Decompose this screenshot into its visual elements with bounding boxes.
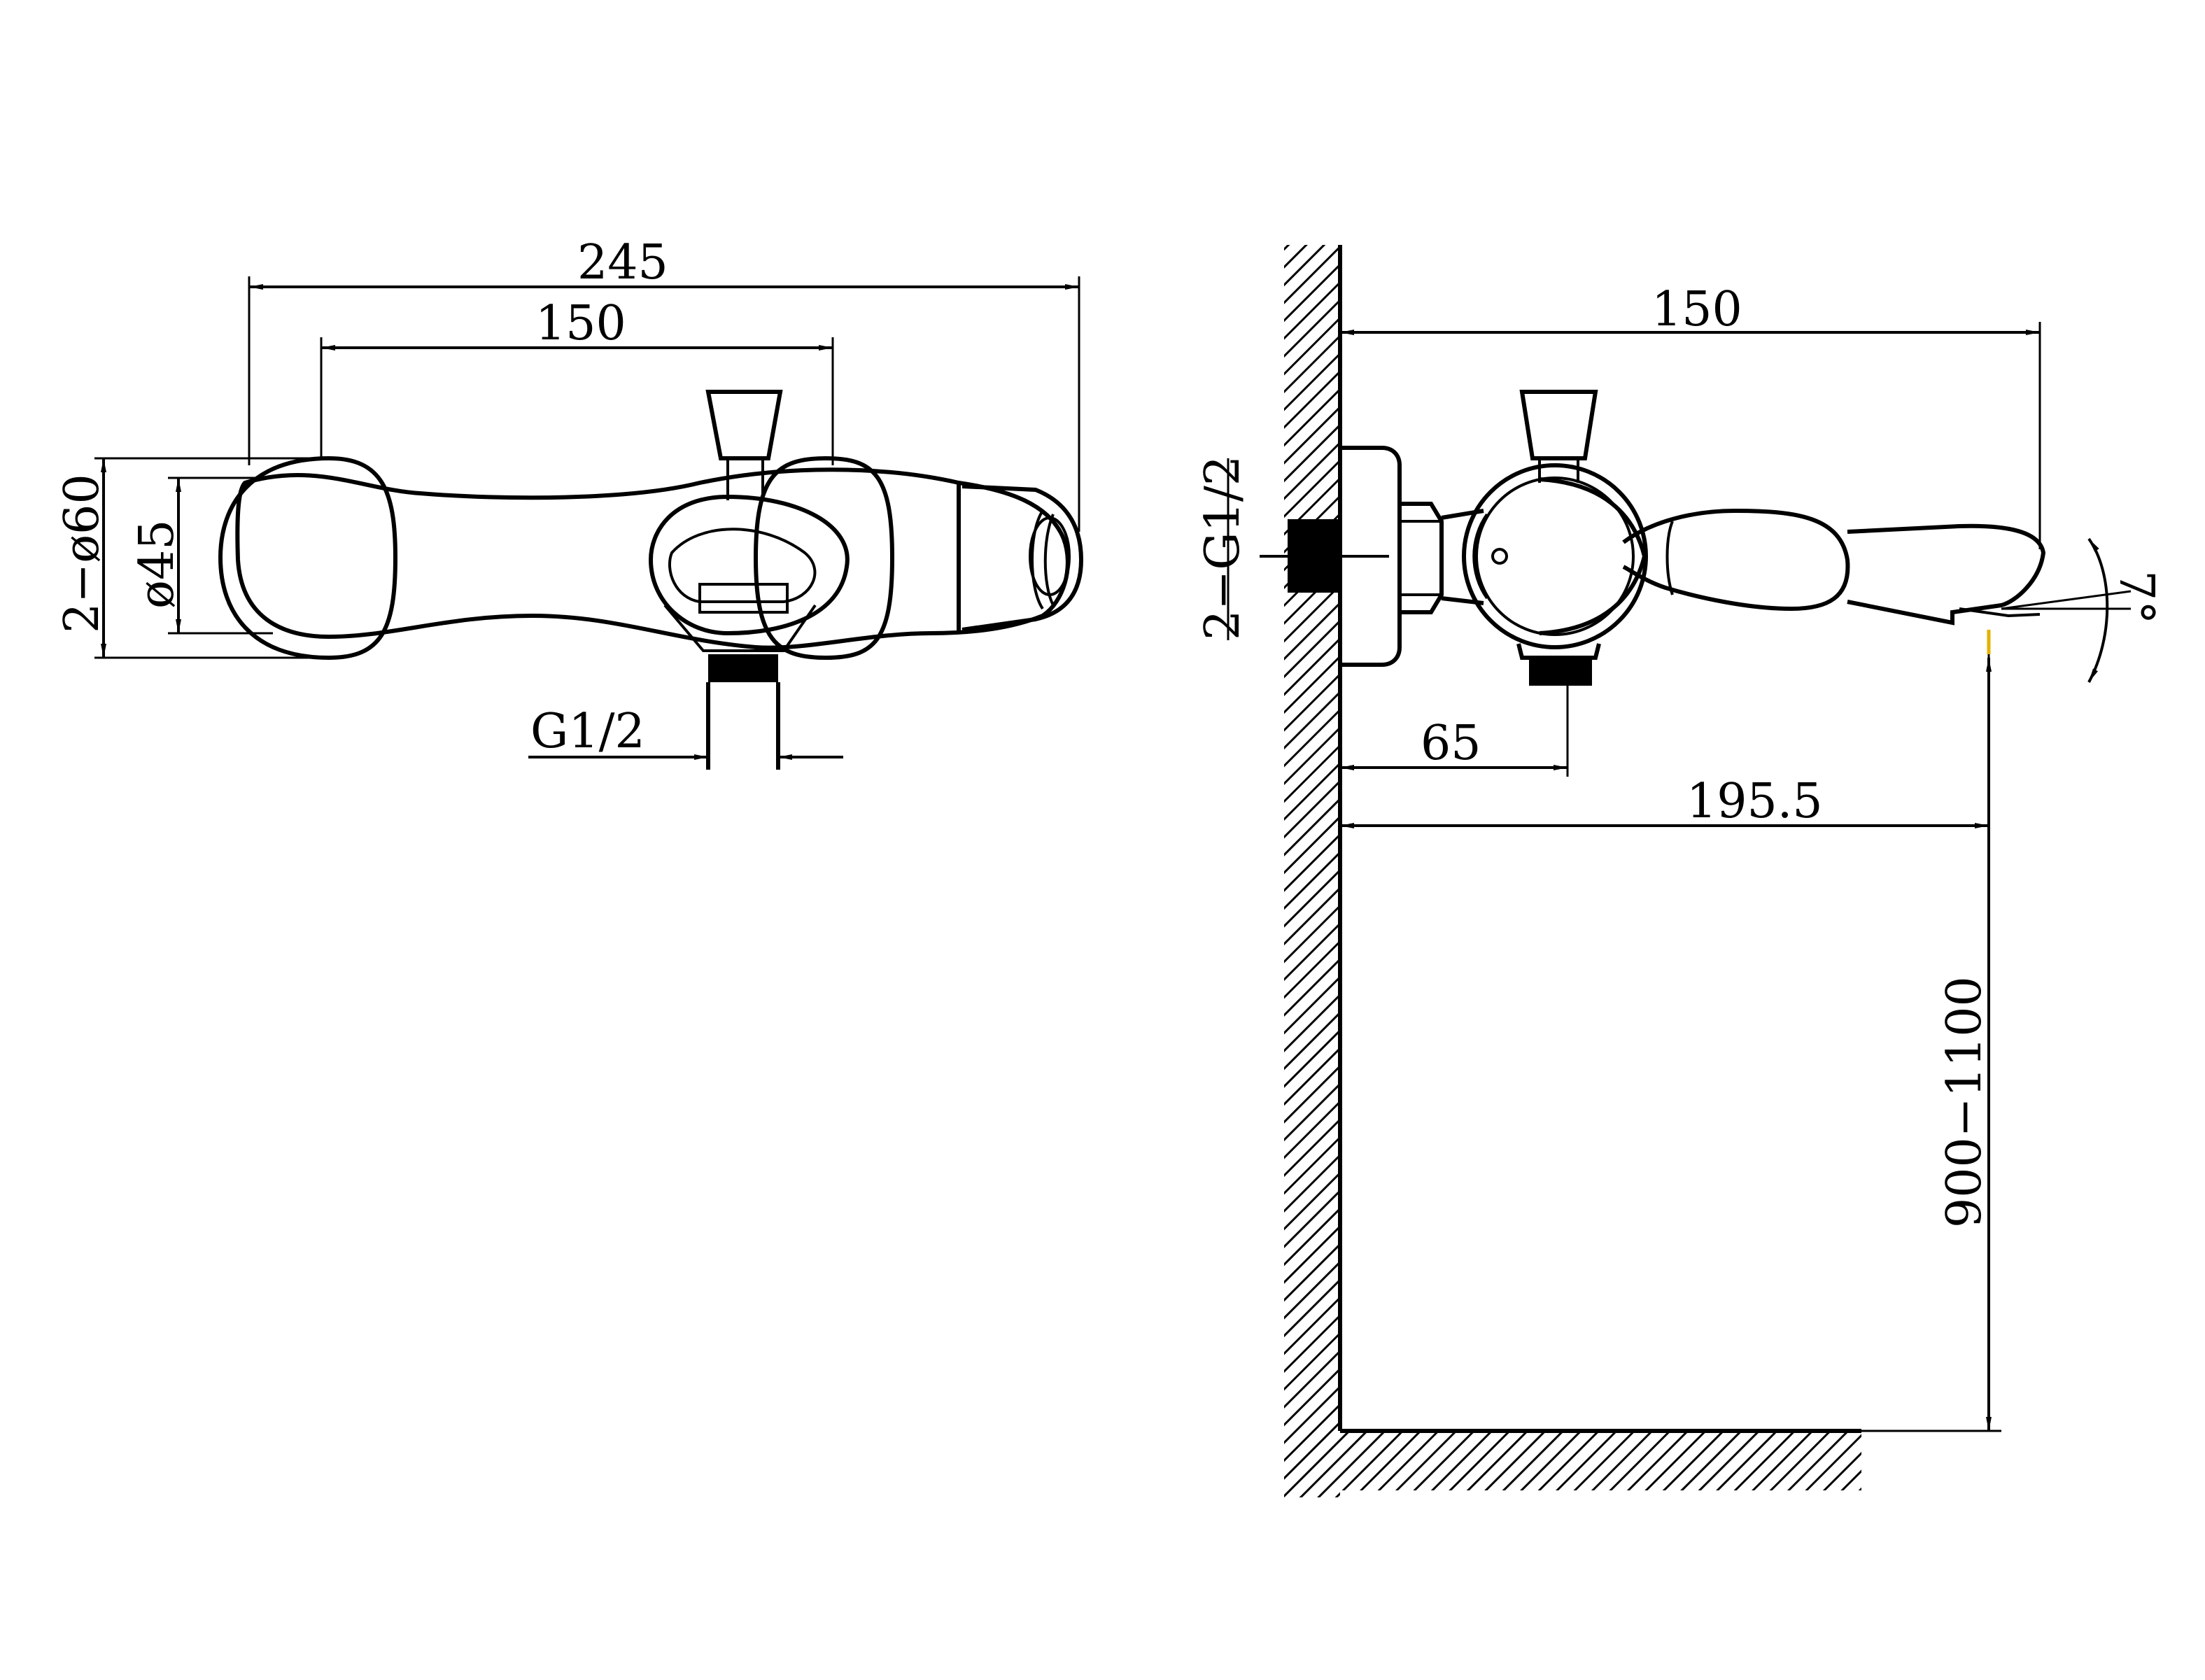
dim-center-distance: 150 xyxy=(535,296,626,351)
dim-outlet-offset: 65 xyxy=(1421,716,1481,771)
dim-projection: 150 xyxy=(1651,282,1742,337)
left-escutcheon xyxy=(218,456,398,661)
floor xyxy=(1340,1431,1861,1490)
dim-arc-spout-angle xyxy=(2087,537,2109,683)
spout-end xyxy=(957,483,1084,633)
wall-flange xyxy=(1340,446,1402,667)
dim-spout-angle: 7° xyxy=(2108,570,2164,624)
dim-inlet-thread: 2−G1/2 xyxy=(1195,456,1251,640)
dim-spout-reach: 195.5 xyxy=(1686,774,1823,829)
union-nut xyxy=(1400,502,1444,614)
spout xyxy=(1847,523,2046,626)
mixer-body xyxy=(235,467,1070,650)
front-view: 245 150 2−ø60 ø45 xyxy=(55,235,1084,770)
diverter-housing xyxy=(648,494,850,636)
dim-bottom-thread: G1/2 xyxy=(530,704,645,759)
dim-overall-length: 245 xyxy=(577,235,668,290)
diverter-knob xyxy=(705,390,783,500)
dim-escutcheon-diameter: 2−ø60 xyxy=(55,474,110,633)
side-knob xyxy=(1519,390,1598,483)
handle-lever xyxy=(1622,508,1850,612)
dim-mounting-height: 900−1100 xyxy=(1937,976,1992,1228)
side-view: 150 2−G1/2 65 xyxy=(1195,245,2164,1497)
wall xyxy=(1284,245,1340,1497)
bottom-outlet xyxy=(706,654,780,770)
dim-inner-diameter: ø45 xyxy=(129,520,185,609)
